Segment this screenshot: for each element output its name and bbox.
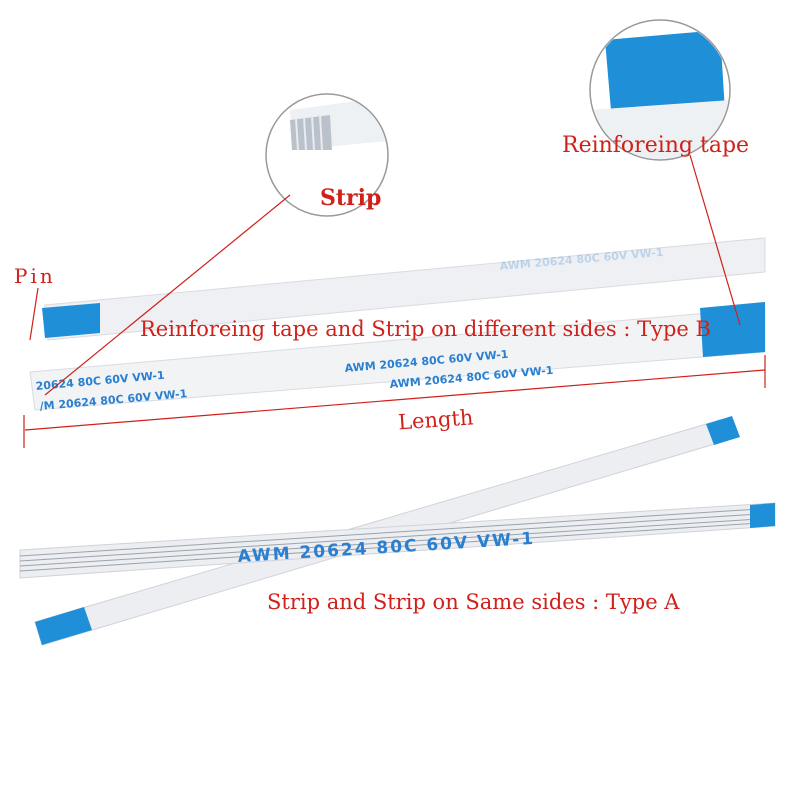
- type-a-tape-right: [750, 503, 775, 528]
- type-a-tape-top: [706, 416, 740, 445]
- strip-inset: Strip: [265, 93, 389, 217]
- tape-pointer-line: [689, 154, 741, 326]
- type-b-left-tape: [42, 303, 100, 338]
- length-label: Length: [397, 405, 474, 434]
- type-a-label: Strip and Strip on Same sides : Type A: [267, 590, 680, 614]
- type-b-label: Reinforeing tape and Strip on different …: [140, 317, 711, 341]
- strip-pointer-line: [44, 194, 291, 396]
- pin-dimension-line: [29, 287, 39, 341]
- reinforcing-tape-label: Reinforeing tape: [562, 133, 749, 158]
- length-dimension-line: [24, 369, 766, 431]
- type-b-right-tape: [700, 302, 765, 357]
- pin-label: Pin: [14, 264, 56, 288]
- type-b-cable: AWM 20624 80C 60V VW-1 20624 80C 60V VW-…: [29, 237, 766, 413]
- strip-label: Strip: [320, 185, 381, 211]
- type-a-tape-bottom: [35, 607, 92, 645]
